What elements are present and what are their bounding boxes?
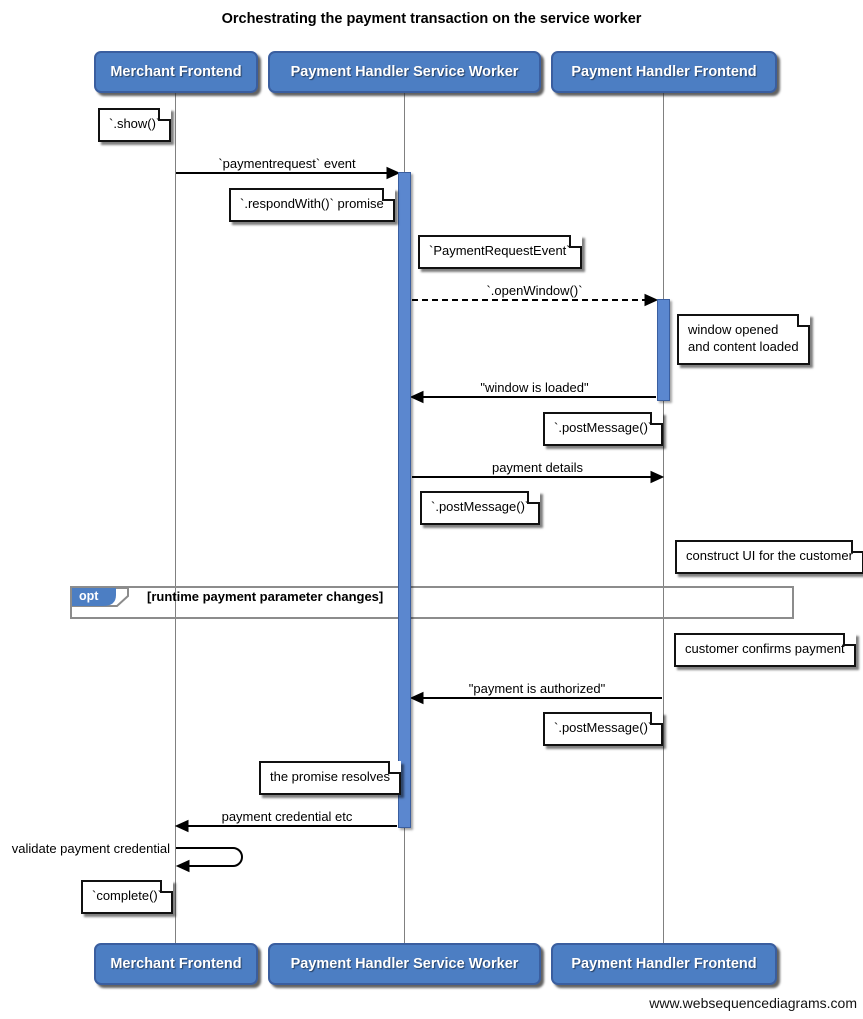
arrowhead-payment-authorized — [409, 691, 424, 705]
arrow-self-validate — [176, 847, 244, 867]
message-label-payment-authorized: "payment is authorized" — [468, 681, 606, 696]
opt-frame-label: opt — [79, 589, 99, 603]
actor-top-service-worker: Payment Handler Service Worker — [268, 51, 541, 93]
actor-bottom-service-worker: Payment Handler Service Worker — [268, 943, 541, 985]
actor-top-handler-frontend: Payment Handler Frontend — [551, 51, 777, 93]
diagram-title: Orchestrating the payment transaction on… — [221, 11, 642, 27]
opt-frame-condition: [runtime payment parameter changes] — [147, 589, 384, 604]
note-promise-resolves: the promise resolves — [259, 761, 401, 795]
actor-bottom-handler-frontend: Payment Handler Frontend — [551, 943, 777, 985]
actor-top-merchant: Merchant Frontend — [94, 51, 258, 93]
arrowhead-open-window — [644, 293, 659, 307]
arrowhead-payment-details — [650, 470, 665, 484]
arrowhead-window-loaded — [409, 390, 424, 404]
opt-tab — [71, 588, 116, 606]
note-post-message-worker: `.postMessage()` — [420, 491, 541, 525]
footer-watermark: www.websequencediagrams.com — [649, 995, 857, 1011]
note-post-message-authorized: `.postMessage()` — [543, 712, 664, 746]
note-post-message-handler: `.postMessage()` — [543, 412, 664, 446]
note-show: `.show()` — [98, 108, 172, 142]
message-label-payment-details: payment details — [491, 460, 584, 475]
activation-handler-frontend — [657, 299, 670, 401]
arrowhead-paymentrequest — [386, 166, 401, 180]
message-label-paymentrequest: `paymentrequest` event — [218, 156, 356, 171]
message-label-window-loaded: "window is loaded" — [480, 380, 589, 395]
note-window-opened: window opened and content loaded — [677, 314, 810, 365]
message-label-payment-credential: payment credential etc — [221, 809, 353, 824]
note-payment-request-event: `PaymentRequestEvent` — [418, 235, 582, 269]
note-complete: `complete()` — [81, 880, 174, 914]
message-label-open-window: `.openWindow()` — [486, 283, 583, 298]
activation-service-worker — [398, 172, 411, 828]
note-respond-with-promise: `.respondWith()` promise — [229, 188, 395, 222]
message-label-validate-credential: validate payment credential — [11, 841, 170, 856]
arrowhead-payment-credential — [174, 819, 189, 833]
arrowhead-self-validate — [175, 859, 190, 873]
note-construct-ui: construct UI for the customer — [675, 540, 863, 574]
note-customer-confirms: customer confirms payment — [674, 633, 856, 667]
actor-bottom-merchant: Merchant Frontend — [94, 943, 258, 985]
opt-frame — [70, 586, 794, 619]
